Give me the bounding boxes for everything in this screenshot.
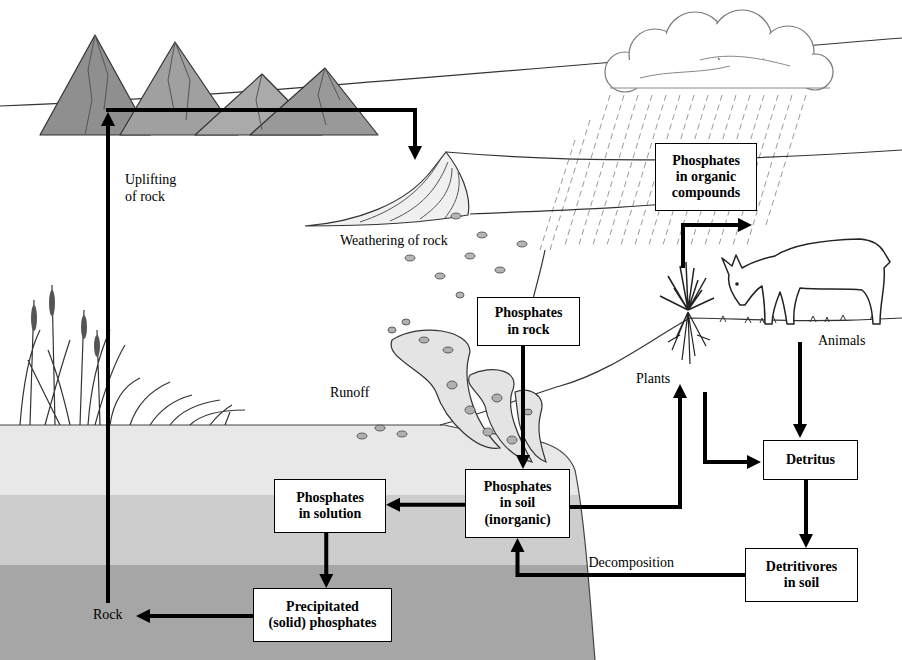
pebble [388, 327, 396, 333]
pebble [435, 273, 445, 279]
water-layer [0, 425, 902, 495]
pebble [443, 347, 453, 353]
cattail [31, 305, 37, 331]
pebble [465, 253, 475, 259]
flow-arrow [518, 546, 746, 575]
process-box: Detritus [763, 440, 858, 480]
consumption-arrow [683, 225, 744, 268]
pebble [492, 394, 502, 402]
flow-arrow [521, 346, 525, 461]
flow-arrow [394, 503, 465, 507]
box-text: Detritus [771, 452, 851, 468]
deer [722, 239, 890, 324]
pebble [465, 406, 475, 414]
box-text: Phosphates in rock [489, 305, 569, 337]
diagram-label: Uplifting of rock [125, 172, 185, 206]
process-box: Phosphates in organic compounds [655, 143, 757, 211]
plant-leaves [660, 262, 714, 310]
rock-arrow [144, 614, 253, 618]
animal-waste-arrow [798, 342, 802, 430]
pebble [405, 255, 415, 261]
box-text: Phosphates in soil (inorganic) [478, 479, 558, 527]
pebble [507, 436, 517, 444]
box-text: Phosphates in solution [290, 490, 370, 522]
pebble [451, 213, 461, 219]
rain [540, 95, 806, 250]
box-text: Precipitated (solid) phosphates [268, 599, 378, 631]
process-box: Detritivores in soil [745, 548, 858, 602]
weathering-arrow [106, 110, 415, 152]
runoff [391, 330, 546, 462]
rock-debris [405, 213, 527, 298]
pebble [517, 241, 527, 247]
flow-arrow [804, 480, 808, 540]
rock-strata [360, 160, 459, 222]
pebble [495, 267, 505, 273]
plant-roots [668, 312, 710, 364]
plant-waste-arrow [705, 392, 753, 462]
uptake-arrow [570, 392, 680, 507]
diagram-label: Animals [818, 333, 865, 350]
cloud [605, 10, 833, 92]
process-box: Phosphates in rock [477, 297, 580, 346]
grass [720, 314, 876, 323]
rock-outcrop [305, 152, 469, 226]
pebble [419, 337, 429, 343]
cloud-shading [610, 56, 830, 88]
cattail [94, 335, 100, 357]
pebble [397, 431, 407, 437]
process-box: Phosphates in soil (inorganic) [465, 469, 570, 538]
box-text: Phosphates in organic compounds [666, 153, 746, 201]
mountain-ridge [85, 35, 340, 135]
pebble [524, 409, 532, 415]
pebble [402, 319, 410, 325]
water-layers [0, 425, 902, 660]
mountain [250, 68, 378, 135]
pebble [447, 381, 457, 389]
diagram-label: Plants [636, 371, 670, 388]
deer-eye [735, 282, 739, 286]
diagram-label: Weathering of rock [340, 233, 448, 250]
cloud-fill [764, 28, 812, 76]
flow-arrow [324, 533, 328, 580]
box-text: Detritivores in soil [761, 559, 843, 591]
flow-arrows [106, 110, 800, 616]
pebble [357, 433, 367, 439]
pebble [375, 425, 385, 431]
water-outline [0, 425, 595, 660]
cattail [81, 315, 87, 339]
cattails [31, 290, 100, 357]
pebble [456, 292, 464, 298]
reeds [20, 285, 245, 425]
diagram-label: Rock [93, 607, 123, 624]
pebble [477, 232, 487, 238]
uplift-arrow [106, 120, 110, 603]
mountains [40, 35, 378, 135]
diagram-label: Runoff [330, 385, 369, 402]
pebble [483, 428, 493, 436]
cattail [49, 290, 55, 316]
process-box: Precipitated (solid) phosphates [253, 588, 392, 642]
edge-label: Decomposition [588, 555, 674, 572]
process-box: Phosphates in solution [274, 479, 386, 533]
gully [515, 390, 546, 462]
